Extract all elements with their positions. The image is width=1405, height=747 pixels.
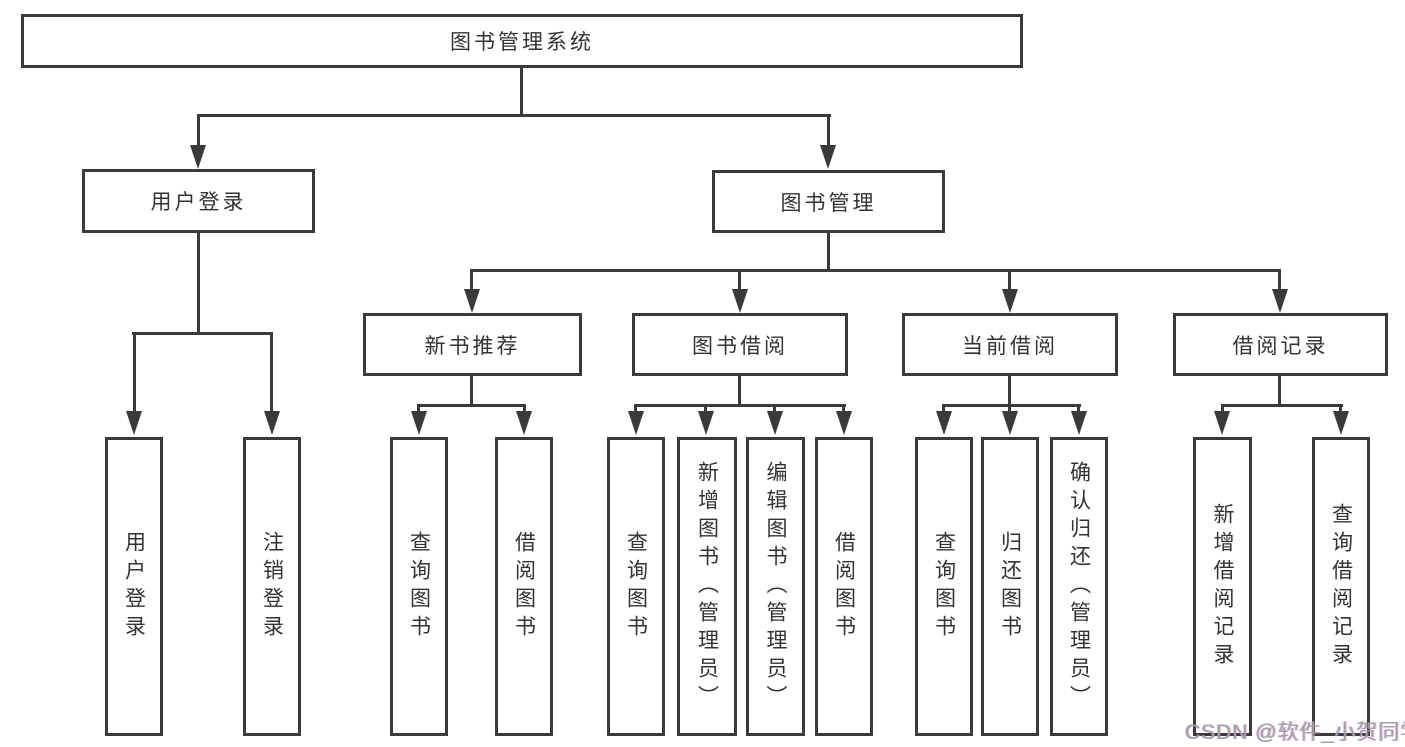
connector-line — [197, 114, 200, 146]
connector-line — [417, 404, 526, 407]
node-label: 查询图书 — [407, 530, 431, 643]
arrow-down-icon — [836, 411, 852, 435]
connector-line — [523, 404, 526, 414]
node-current-borrow: 当前借阅 — [902, 313, 1118, 376]
leaf-borrow-add-books-admin: 新增图书（管理员） — [677, 437, 737, 736]
connector-line — [634, 404, 846, 407]
arrow-down-icon — [411, 411, 427, 435]
connector-line — [942, 404, 1081, 407]
node-label: 图书管理系统 — [450, 31, 594, 54]
connector-line — [827, 114, 830, 146]
node-label: 归还图书 — [998, 530, 1022, 643]
connector-line — [1008, 376, 1011, 407]
node-label: 图书借阅 — [692, 334, 788, 358]
connector-line — [197, 233, 200, 335]
node-label: 查询图书 — [932, 530, 956, 643]
node-borrow-records: 借阅记录 — [1173, 313, 1388, 376]
connector-line — [132, 332, 273, 335]
connector-line — [738, 376, 741, 407]
arrow-down-icon — [464, 289, 480, 313]
leaf-current-confirm-return-admin: 确认归还（管理员） — [1050, 437, 1108, 736]
node-user-login: 用户登录 — [82, 169, 315, 233]
connector-line — [1008, 404, 1011, 414]
node-label: 编辑图书（管理员） — [764, 460, 787, 713]
connector-line — [1221, 404, 1224, 414]
arrow-down-icon — [126, 411, 142, 435]
connector-line — [470, 269, 1281, 272]
node-new-book-recommend: 新书推荐 — [363, 313, 582, 376]
arrow-down-icon — [1002, 289, 1018, 313]
node-label: 图书管理 — [780, 191, 877, 215]
node-book-mgmt: 图书管理 — [712, 170, 945, 233]
connector-line — [773, 404, 776, 414]
connector-line — [417, 404, 420, 414]
node-label: 新书推荐 — [424, 334, 521, 358]
arrow-down-icon — [628, 411, 644, 435]
node-label: 查询借阅记录 — [1329, 502, 1353, 671]
arrow-down-icon — [190, 145, 206, 169]
node-label: 注销登录 — [260, 530, 284, 643]
connector-line — [738, 269, 741, 291]
arrow-down-icon — [1333, 411, 1349, 435]
connector-line — [827, 233, 830, 272]
connector-line — [470, 269, 473, 291]
leaf-user-login: 用户登录 — [105, 437, 163, 736]
connector-line — [1008, 269, 1011, 291]
arrow-down-icon — [1214, 411, 1230, 435]
arrow-down-icon — [767, 411, 783, 435]
connector-line — [704, 404, 707, 414]
connector-line — [842, 404, 845, 414]
connector-line — [1221, 404, 1343, 407]
arrow-down-icon — [1002, 411, 1018, 435]
leaf-records-query-record: 查询借阅记录 — [1312, 437, 1370, 736]
leaf-recommend-query-books: 查询图书 — [390, 437, 448, 736]
node-label: 借阅图书 — [832, 530, 856, 643]
node-root: 图书管理系统 — [21, 14, 1023, 68]
node-label: 当前借阅 — [962, 334, 1058, 358]
leaf-current-return-books: 归还图书 — [981, 437, 1039, 736]
watermark: CSDN @软件_小贺同学 — [1185, 721, 1405, 744]
connector-line — [942, 404, 945, 414]
leaf-records-add-record: 新增借阅记录 — [1193, 437, 1252, 736]
connector-line — [133, 332, 136, 413]
arrow-down-icon — [1272, 289, 1288, 313]
node-label: 新增图书（管理员） — [695, 460, 719, 713]
connector-line — [634, 404, 637, 414]
connector-line — [1278, 269, 1281, 291]
node-label: 确认归还（管理员） — [1067, 460, 1091, 713]
arrow-down-icon — [1071, 411, 1087, 435]
arrow-down-icon — [698, 411, 714, 435]
connector-line — [1278, 376, 1281, 407]
leaf-borrow-query-books: 查询图书 — [607, 437, 665, 736]
leaf-borrow-borrow-books: 借阅图书 — [815, 437, 873, 736]
arrow-down-icon — [936, 411, 952, 435]
connector-line — [1339, 404, 1342, 414]
leaf-recommend-borrow-books: 借阅图书 — [495, 437, 553, 736]
connector-line — [270, 332, 273, 413]
leaf-borrow-edit-books-admin: 编辑图书（管理员） — [746, 437, 805, 736]
connector-line — [520, 68, 523, 117]
node-label: 用户登录 — [122, 530, 146, 643]
leaf-logout: 注销登录 — [243, 437, 301, 736]
connector-line — [197, 114, 831, 117]
node-label: 借阅图书 — [512, 530, 536, 643]
node-label: 查询图书 — [624, 530, 648, 643]
node-label: 借阅记录 — [1232, 334, 1329, 358]
leaf-current-query-books: 查询图书 — [915, 437, 973, 736]
connector-line — [1077, 404, 1080, 414]
node-book-borrow: 图书借阅 — [632, 313, 848, 376]
node-label: 用户登录 — [150, 191, 247, 214]
arrow-down-icon — [264, 411, 280, 435]
connector-line — [470, 376, 473, 407]
arrow-down-icon — [820, 145, 836, 169]
node-label: 新增借阅记录 — [1211, 502, 1234, 671]
arrow-down-icon — [732, 289, 748, 313]
arrow-down-icon — [516, 411, 532, 435]
